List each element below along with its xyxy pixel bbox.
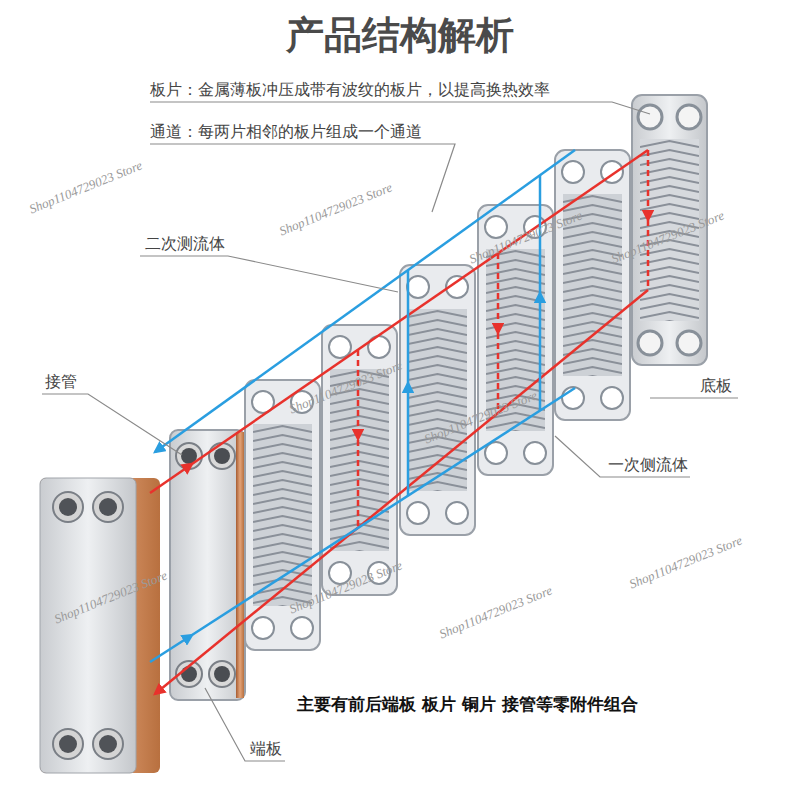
part-label: 端板 (250, 739, 282, 759)
watermark: Shop1104729023 Store (436, 581, 555, 645)
watermark: Shop1104729023 Store (276, 178, 395, 242)
leader-lines (42, 102, 738, 761)
part-note: 通道：每两片相邻的板片组成一个通道 (150, 122, 422, 142)
part-label: 一次侧流体 (608, 455, 688, 475)
watermark: Shop1104729023 Store (26, 156, 145, 220)
part-label: 接管 (45, 372, 77, 392)
title: 产品结构解析 (286, 12, 514, 58)
part-note: 板片：金属薄板冲压成带有波纹的板片，以提高换热效率 (150, 80, 550, 100)
part-label: 底板 (700, 376, 732, 396)
caption: 主要有前后端板 板片 铜片 接管等零附件组合 (297, 694, 638, 714)
part-label: 二次测流体 (145, 234, 225, 254)
watermark: Shop1104729023 Store (626, 531, 745, 595)
